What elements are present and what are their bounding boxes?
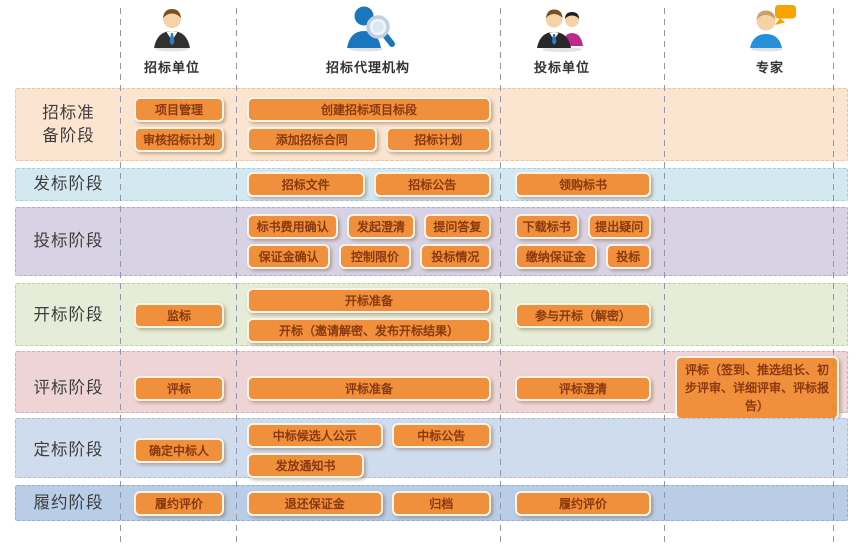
lane-cell-expert xyxy=(665,169,849,200)
phase-label: 招标准 备阶段 xyxy=(42,104,95,145)
task-button[interactable]: 发放通知书 xyxy=(247,453,365,478)
actor-label: 招标代理机构 xyxy=(325,60,410,75)
task-button[interactable]: 监标 xyxy=(134,303,224,328)
lane-cell-expert xyxy=(665,208,849,275)
task-button[interactable]: 下载标书 xyxy=(515,214,579,239)
column-separator xyxy=(236,8,237,545)
column-separator xyxy=(500,8,501,545)
lane-cell-bidding-unit xyxy=(501,89,665,160)
phase-band: 履约阶段履约评价退还保证金归档履约评价 xyxy=(15,485,848,521)
phase-label: 发标阶段 xyxy=(33,175,104,194)
actor-label: 投标单位 xyxy=(533,60,590,75)
task-button[interactable]: 评标 xyxy=(134,375,224,401)
task-button[interactable]: 添加招标合同 xyxy=(247,127,377,152)
task-button[interactable]: 标书费用确认 xyxy=(247,214,339,239)
column-separator xyxy=(833,8,834,545)
actor-header-tendering-unit: 招标单位 xyxy=(97,4,247,76)
lane-cell-expert xyxy=(665,419,849,482)
lane-cell-agency: 标书费用确认发起澄清提问答复保证金确认控制限价投标情况 xyxy=(237,208,501,275)
lane-cell-agency: 招标文件招标公告 xyxy=(237,169,501,200)
actor-label: 专家 xyxy=(755,60,784,75)
lane-cell-expert xyxy=(665,486,849,520)
lane-cell-tendering-unit xyxy=(121,169,237,200)
task-button[interactable]: 保证金确认 xyxy=(247,244,331,269)
lane-cell-agency: 开标准备开标（邀请解密、发布开标结果） xyxy=(237,284,501,347)
task-button[interactable]: 创建招标项目标段 xyxy=(247,97,491,122)
lane-cell-tendering-unit: 履约评价 xyxy=(121,486,237,520)
lane-cell-agency: 评标准备 xyxy=(237,352,501,424)
actor-header-agency: 招标代理机构 xyxy=(293,4,443,76)
actor-header-bidding-unit: 投标单位 xyxy=(487,4,637,76)
lane-cell-agency: 退还保证金归档 xyxy=(237,486,501,520)
task-button[interactable]: 发起澄清 xyxy=(347,214,415,239)
task-button[interactable]: 履约评价 xyxy=(134,490,224,516)
lane-cell-tendering-unit: 确定中标人 xyxy=(121,419,237,482)
bidders-pair-icon xyxy=(533,4,591,52)
task-button[interactable]: 退还保证金 xyxy=(247,490,383,516)
phase-band: 招标准 备阶段项目管理审核招标计划创建招标项目标段添加招标合同招标计划 xyxy=(15,88,848,161)
task-button[interactable]: 招标文件 xyxy=(247,172,365,197)
task-button[interactable]: 评标澄清 xyxy=(515,375,651,401)
task-button[interactable]: 参与开标（解密） xyxy=(515,303,651,328)
phase-label: 定标阶段 xyxy=(33,441,104,460)
column-separator xyxy=(120,8,121,545)
phase-label: 履约阶段 xyxy=(33,493,104,512)
task-button[interactable]: 招标计划 xyxy=(385,127,491,152)
task-button[interactable]: 缴纳保证金 xyxy=(515,244,597,269)
task-button[interactable]: 归档 xyxy=(391,490,491,516)
agent-magnifier-icon xyxy=(340,4,396,52)
task-button[interactable]: 提问答复 xyxy=(423,214,491,239)
lane-cell-expert: 评标（签到、推选组长、初步评审、详细评审、评标报告） xyxy=(665,352,849,424)
column-separator xyxy=(664,8,665,545)
task-button[interactable]: 履约评价 xyxy=(515,490,651,516)
actor-label: 招标单位 xyxy=(143,60,200,75)
lane-cell-expert xyxy=(665,89,849,160)
task-button[interactable]: 评标准备 xyxy=(247,375,491,401)
phase-band: 评标阶段 评标评标准备评标澄清评标（签到、推选组长、初步评审、详细评审、评标报告） xyxy=(15,351,848,420)
lane-cell-bidding-unit: 评标澄清 xyxy=(501,352,665,424)
phase-band: 开标阶段 监标开标准备开标（邀请解密、发布开标结果） 参与开标（解密） xyxy=(15,283,848,346)
task-button[interactable]: 提出疑问 xyxy=(587,214,651,239)
lane-cell-agency: 创建招标项目标段添加招标合同招标计划 xyxy=(237,89,501,160)
lane-cell-expert xyxy=(665,284,849,347)
phase-band: 发标阶段 招标文件招标公告领购标书 xyxy=(15,168,848,201)
lane-cell-tendering-unit: 评标 xyxy=(121,352,237,424)
task-button[interactable]: 控制限价 xyxy=(339,244,411,269)
task-button[interactable]: 投标情况 xyxy=(419,244,491,269)
lane-cell-bidding-unit: 下载标书提出疑问缴纳保证金投标 xyxy=(501,208,665,275)
phase-band: 定标阶段 确定中标人中标候选人公示中标公告发放通知书 xyxy=(15,418,848,478)
task-button[interactable]: 开标（邀请解密、发布开标结果） xyxy=(247,318,491,343)
task-button[interactable]: 项目管理 xyxy=(134,97,224,122)
lane-cell-agency: 中标候选人公示中标公告发放通知书 xyxy=(237,419,501,482)
lane-cell-bidding-unit xyxy=(501,419,665,482)
lane-cell-bidding-unit: 参与开标（解密） xyxy=(501,284,665,347)
phase-label: 评标阶段 xyxy=(33,378,104,397)
phase-band: 投标阶段 标书费用确认发起澄清提问答复保证金确认控制限价投标情况下载标书提出疑问缴… xyxy=(15,207,848,276)
lane-cell-tendering-unit: 项目管理审核招标计划 xyxy=(121,89,237,160)
expert-chat-icon xyxy=(742,4,798,52)
task-button[interactable]: 投标 xyxy=(605,244,651,269)
lane-cell-tendering-unit xyxy=(121,208,237,275)
phase-label: 开标阶段 xyxy=(33,306,104,325)
phase-label: 投标阶段 xyxy=(33,232,104,251)
task-button[interactable]: 领购标书 xyxy=(515,172,651,197)
lane-cell-bidding-unit: 领购标书 xyxy=(501,169,665,200)
lane-cell-tendering-unit: 监标 xyxy=(121,284,237,347)
task-button[interactable]: 审核招标计划 xyxy=(134,127,224,152)
lane-cell-bidding-unit: 履约评价 xyxy=(501,486,665,520)
task-button[interactable]: 开标准备 xyxy=(247,288,491,313)
task-button[interactable]: 招标公告 xyxy=(373,172,491,197)
task-button[interactable]: 中标公告 xyxy=(391,423,491,448)
actor-header-expert: 专家 xyxy=(695,4,845,76)
businessman-icon xyxy=(145,4,199,52)
task-button[interactable]: 评标（签到、推选组长、初步评审、详细评审、评标报告） xyxy=(675,356,839,420)
task-button[interactable]: 中标候选人公示 xyxy=(247,423,383,448)
task-button[interactable]: 确定中标人 xyxy=(134,438,224,463)
